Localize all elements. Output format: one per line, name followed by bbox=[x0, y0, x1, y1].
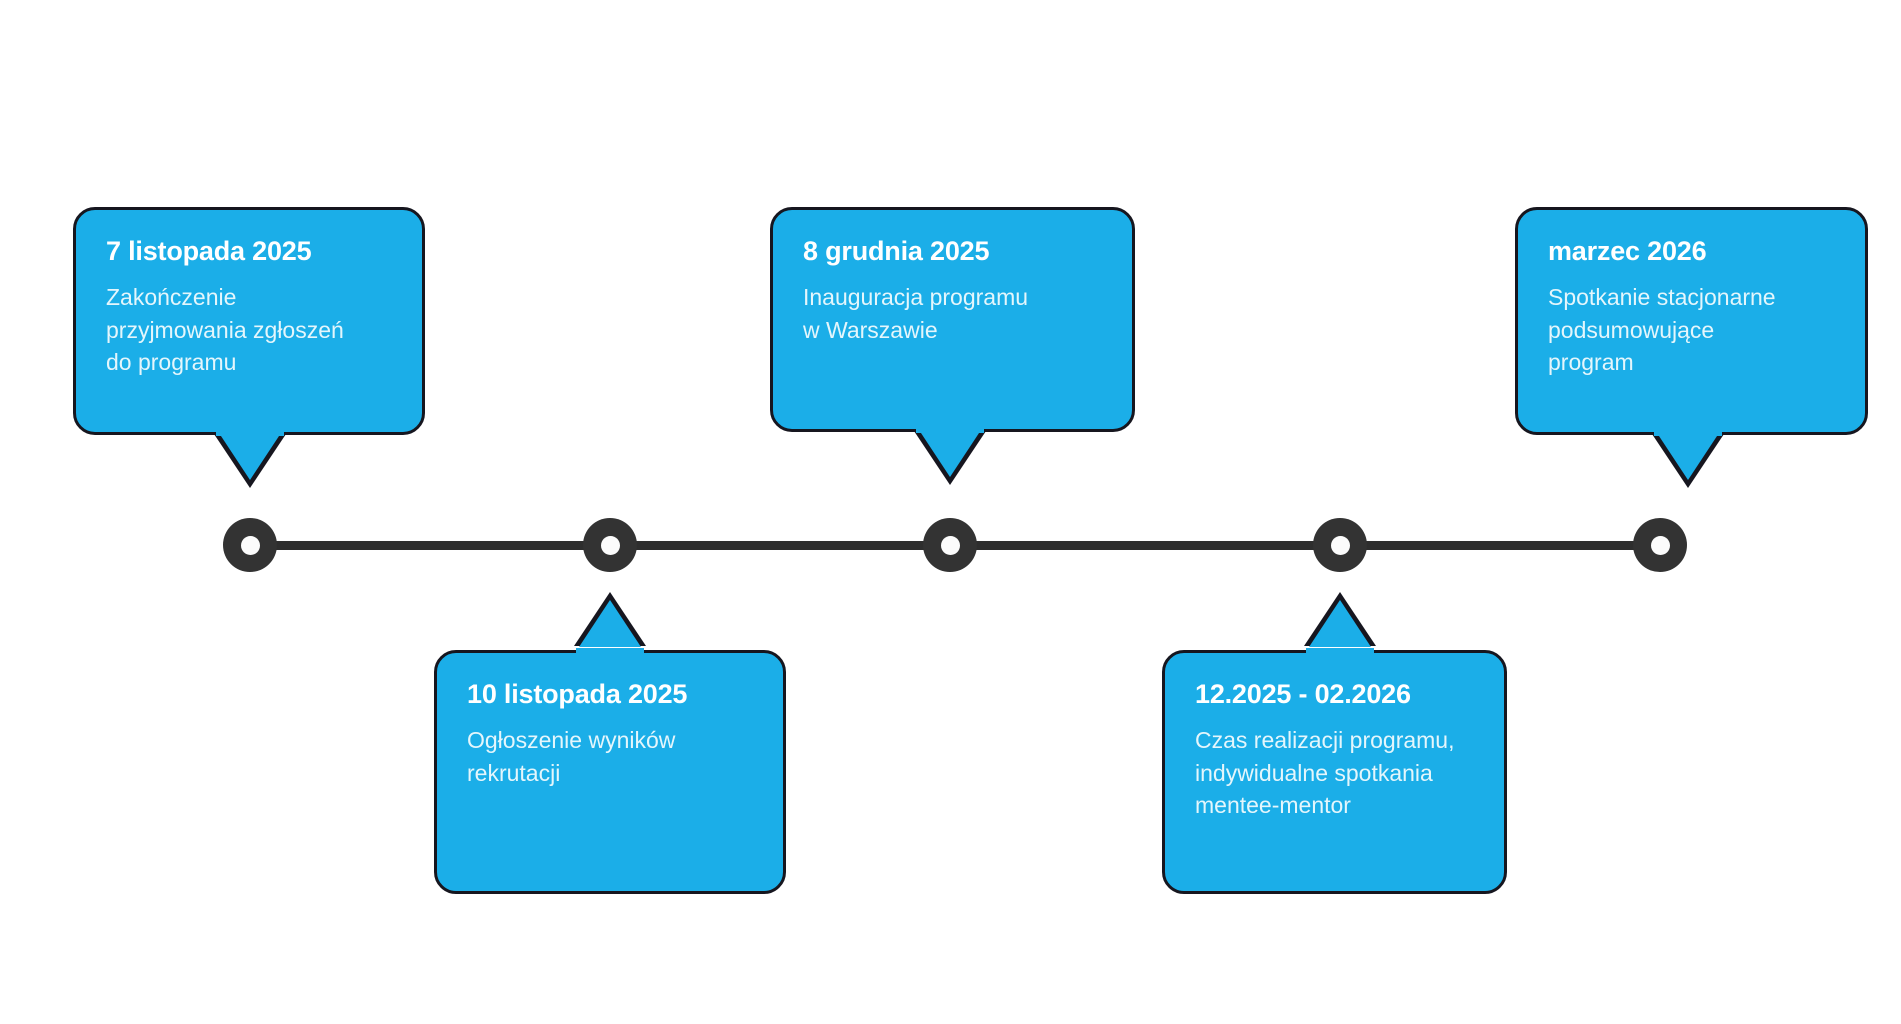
milestone-date-3: 8 grudnia 2025 bbox=[803, 236, 990, 266]
timeline-node-1[interactable] bbox=[223, 518, 277, 572]
milestone-date-4: 12.2025 - 02.2026 bbox=[1195, 679, 1411, 709]
milestone-card-3[interactable]: 8 grudnia 2025 Inauguracja programu w Wa… bbox=[770, 207, 1135, 432]
pointer-seam-3 bbox=[916, 425, 984, 433]
node-inner-dot bbox=[1650, 535, 1670, 555]
node-inner-dot bbox=[600, 535, 620, 555]
milestone-date-1: 7 listopada 2025 bbox=[106, 236, 312, 266]
node-inner-dot bbox=[1330, 535, 1350, 555]
node-inner-dot bbox=[940, 535, 960, 555]
timeline-node-4[interactable] bbox=[1313, 518, 1367, 572]
milestone-card-1[interactable]: 7 listopada 2025 Zakończenie przyjmowani… bbox=[73, 207, 425, 435]
timeline-node-5[interactable] bbox=[1633, 518, 1687, 572]
milestone-description-1: Zakończenie przyjmowania zgłoszeń do pro… bbox=[106, 284, 344, 376]
pointer-fill bbox=[579, 600, 641, 647]
milestone-card-4[interactable]: 12.2025 - 02.2026 Czas realizacji progra… bbox=[1162, 650, 1507, 894]
milestone-description-3: Inauguracja programu w Warszawie bbox=[803, 284, 1029, 343]
milestone-description-2: Ogłoszenie wyników rekrutacji bbox=[467, 727, 676, 786]
pointer-fill bbox=[219, 433, 281, 480]
pointer-seam-4 bbox=[1306, 648, 1374, 657]
milestone-card-5[interactable]: marzec 2026 Spotkanie stacjonarne podsum… bbox=[1515, 207, 1868, 435]
pointer-fill bbox=[1657, 433, 1719, 480]
pointer-seam-5 bbox=[1654, 428, 1722, 436]
pointer-fill bbox=[919, 430, 981, 477]
node-inner-dot bbox=[240, 535, 260, 555]
milestone-description-5: Spotkanie stacjonarne podsumowujące prog… bbox=[1548, 284, 1776, 376]
pointer-fill bbox=[1309, 600, 1371, 647]
milestone-date-2: 10 listopada 2025 bbox=[467, 679, 688, 709]
milestone-card-2[interactable]: 10 listopada 2025 Ogłoszenie wyników rek… bbox=[434, 650, 786, 894]
pointer-seam-1 bbox=[216, 428, 284, 436]
milestone-description-4: Czas realizacji programu, indywidualne s… bbox=[1195, 727, 1455, 819]
pointer-seam-2 bbox=[576, 648, 644, 657]
timeline-node-2[interactable] bbox=[583, 518, 637, 572]
milestone-date-5: marzec 2026 bbox=[1548, 236, 1707, 266]
timeline-node-3[interactable] bbox=[923, 518, 977, 572]
